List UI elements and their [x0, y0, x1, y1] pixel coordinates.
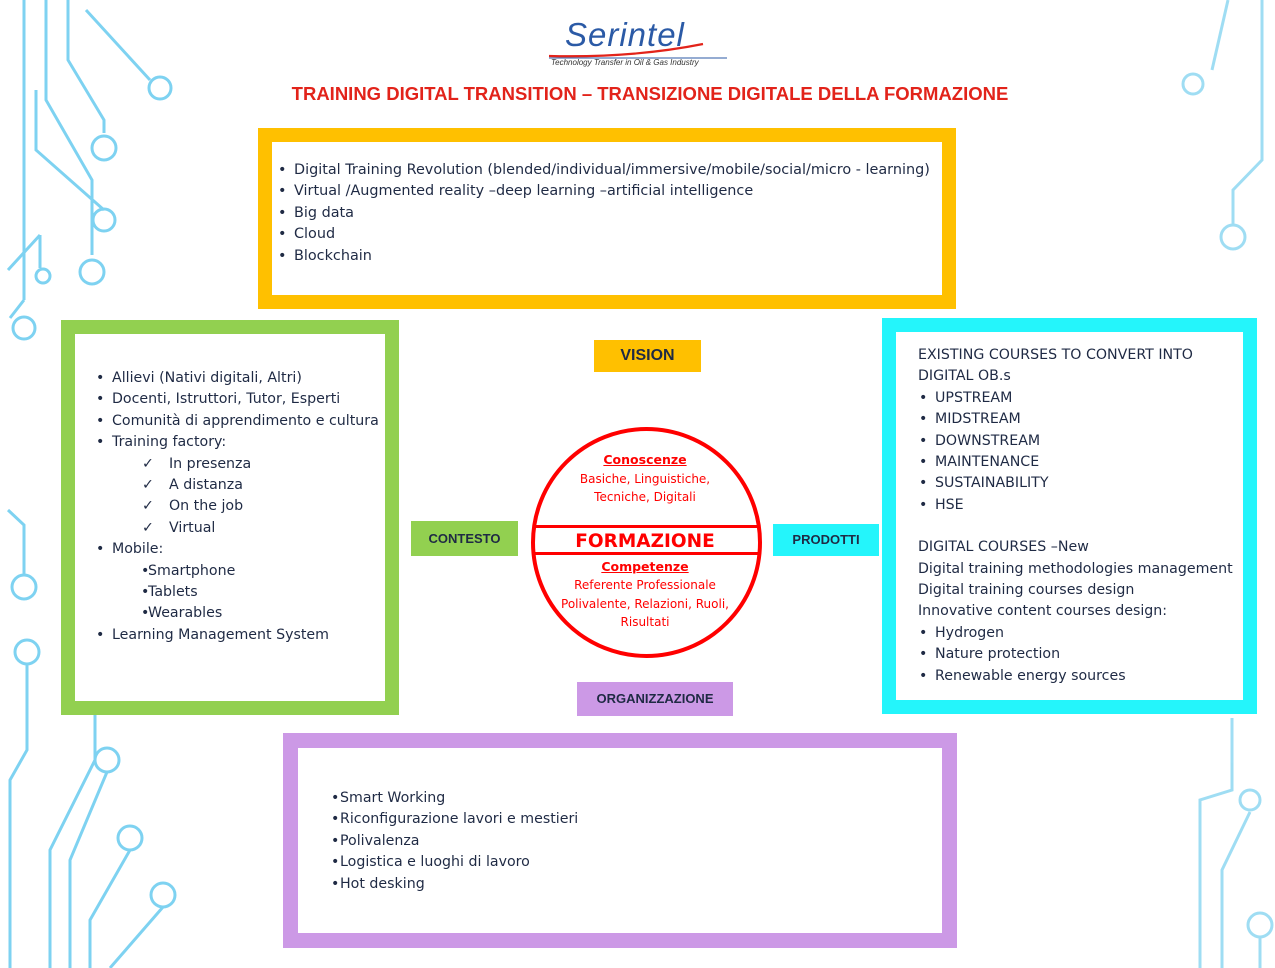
list-item: Blockchain: [277, 246, 930, 268]
vision-label: VISION: [594, 340, 701, 372]
list-item: Riconfigurazione lavori e mestieri: [331, 809, 578, 831]
list-item: Polivalenza: [331, 831, 578, 853]
vision-list: Digital Training Revolution (blended/ind…: [277, 160, 930, 267]
list-item: Big data: [277, 203, 930, 225]
products-heading-line1: EXISTING COURSES TO CONVERT INTO: [918, 347, 1193, 363]
competence-line: Polivalente, Relazioni, Ruoli,: [561, 596, 729, 611]
knowledge-line: Tecniche, Digitali: [594, 490, 696, 504]
digital-course-line: Digital training methodologies managemen…: [918, 560, 1233, 577]
competence-body: Referente Professionale Polivalente, Rel…: [552, 576, 738, 632]
formazione-title: FORMAZIONE: [575, 531, 715, 552]
spacer: [918, 516, 1233, 537]
organization-list: Smart Working Riconfigurazione lavori e …: [331, 788, 578, 895]
existing-course-item: MIDSTREAM: [918, 409, 1233, 431]
existing-course-item: MAINTENANCE: [918, 452, 1233, 474]
knowledge-title: Conoscenze: [603, 452, 687, 467]
context-label: CONTESTO: [411, 521, 518, 556]
factory-item: On the job: [95, 496, 379, 518]
knowledge-body: Basiche, Linguistiche, Tecniche, Digital…: [555, 470, 735, 506]
list-item: Training factory:: [95, 432, 379, 454]
list-item: Learning Management System: [95, 625, 379, 647]
competence-title: Competenze: [601, 559, 689, 574]
page-title: TRAINING DIGITAL TRANSITION – TRANSIZION…: [291, 83, 1009, 104]
competence-line: Referente Professionale: [574, 578, 716, 592]
organization-box: [283, 733, 957, 948]
logo-swoosh-icon: [548, 42, 727, 59]
organization-label: ORGANIZZAZIONE: [577, 682, 733, 716]
list-item: Allievi (Nativi digitali, Altri): [95, 368, 379, 390]
products-label: PRODOTTI: [773, 524, 879, 556]
innovative-item: Nature protection: [918, 644, 1233, 666]
products-heading-line2: DIGITAL OB.s: [918, 368, 1011, 385]
mobile-item: Wearables: [95, 603, 379, 625]
factory-item: In presenza: [95, 454, 379, 476]
logo-name: Serintel: [565, 16, 685, 53]
existing-course-item: UPSTREAM: [918, 388, 1233, 410]
digital-course-line: Digital training courses design: [918, 582, 1135, 599]
list-item: Hot desking: [331, 874, 578, 896]
innovative-item: Hydrogen: [918, 623, 1233, 645]
mobile-label: Mobile:: [95, 539, 379, 561]
list-item: Virtual /Augmented reality –deep learnin…: [277, 181, 930, 203]
list-item: Docenti, Istruttori, Tutor, Esperti: [95, 389, 379, 411]
knowledge-line: Basiche, Linguistiche,: [579, 472, 711, 486]
existing-course-item: SUSTAINABILITY: [918, 473, 1233, 495]
digital-courses-heading: DIGITAL COURSES –New: [918, 539, 1089, 556]
list-item: Logistica e luoghi di lavoro: [331, 852, 578, 874]
list-item: Smart Working: [331, 788, 578, 810]
factory-item: A distanza: [95, 475, 379, 497]
products-list: EXISTING COURSES TO CONVERT INTO DIGITAL…: [918, 345, 1233, 688]
context-list: Allievi (Nativi digitali, Altri) Docenti…: [95, 368, 379, 647]
list-item: Comunità di apprendimento e cultura: [95, 411, 379, 433]
existing-course-item: HSE: [918, 495, 1233, 517]
serintel-logo: Serintel Technology Transfer in Oil & Ga…: [543, 14, 728, 72]
formazione-band: [533, 525, 760, 555]
existing-course-item: DOWNSTREAM: [918, 431, 1233, 453]
mobile-item: Tablets: [95, 582, 379, 604]
formazione-circle: [531, 427, 762, 658]
competence-line: Risultati: [620, 615, 670, 630]
list-item: Digital Training Revolution (blended/ind…: [277, 160, 930, 182]
logo-tagline: Technology Transfer in Oil & Gas Industr…: [551, 58, 699, 67]
innovative-item: Renewable energy sources: [918, 666, 1233, 688]
factory-item: Virtual: [95, 518, 379, 540]
digital-course-line: Innovative content courses design:: [918, 603, 1168, 620]
list-item: Cloud: [277, 224, 930, 246]
mobile-item: Smartphone: [95, 561, 379, 583]
